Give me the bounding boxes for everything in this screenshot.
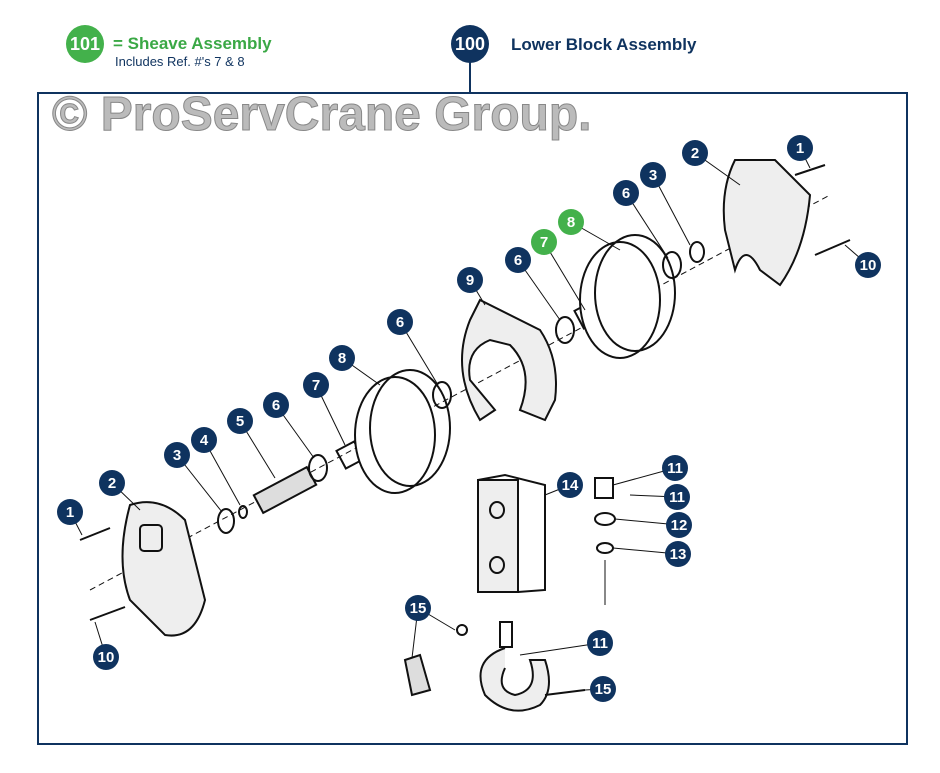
washer-4: [238, 505, 248, 519]
bolt-left-lower: [89, 606, 126, 621]
sheave-8b-back: [594, 234, 676, 352]
callout-1[interactable]: 1: [57, 499, 83, 525]
ring-3-right: [689, 241, 705, 263]
callout-11[interactable]: 11: [664, 484, 690, 510]
callout-12[interactable]: 12: [666, 512, 692, 538]
hook-11: [479, 647, 550, 712]
callout-8-sheave[interactable]: 8: [558, 209, 584, 235]
block-hole-lower: [489, 556, 505, 574]
callout-15[interactable]: 15: [590, 676, 616, 702]
callout-9[interactable]: 9: [457, 267, 483, 293]
block-hole-upper: [489, 501, 505, 519]
plate-logo: [139, 524, 163, 552]
callout-1[interactable]: 1: [787, 135, 813, 161]
callout-4[interactable]: 4: [191, 427, 217, 453]
hook-shank: [499, 621, 513, 648]
sheave-8a-back: [369, 369, 451, 487]
sheave-8b: [579, 241, 661, 359]
side-plate-left: [121, 501, 207, 637]
washer-6d: [662, 251, 682, 279]
callout-2[interactable]: 2: [682, 140, 708, 166]
nut-12: [594, 512, 616, 526]
washer-6b: [432, 381, 452, 409]
callout-7-sheave[interactable]: 7: [531, 229, 557, 255]
bolt-left: [79, 527, 111, 541]
callout-15[interactable]: 15: [405, 595, 431, 621]
assembly-axis: [89, 194, 831, 591]
callout-13[interactable]: 13: [665, 541, 691, 567]
hook-pin-15: [544, 689, 586, 696]
callout-6[interactable]: 6: [387, 309, 413, 335]
yoke-9: [461, 298, 557, 422]
washer-13: [596, 542, 614, 554]
callout-8[interactable]: 8: [329, 345, 355, 371]
latch-15: [403, 653, 432, 697]
bolt-right-lower: [814, 239, 851, 256]
callout-10[interactable]: 10: [93, 644, 119, 670]
sheave-assembly-note: Includes Ref. #'s 7 & 8: [115, 54, 245, 69]
callout-3[interactable]: 3: [640, 162, 666, 188]
diagram-frame: [37, 92, 908, 745]
sheave-assembly-ref-badge: 101: [66, 25, 104, 63]
callout-6[interactable]: 6: [263, 392, 289, 418]
hook-block-side: [477, 473, 546, 593]
watermark: © ProServCrane Group.: [52, 88, 592, 141]
lower-block-ref-badge: 100: [451, 25, 489, 63]
nut-11: [594, 477, 614, 499]
hook-block-14: [477, 479, 519, 593]
washer-6c: [555, 316, 575, 344]
callout-11[interactable]: 11: [587, 630, 613, 656]
sheave-assembly-label: = Sheave Assembly: [113, 34, 272, 53]
callout-6[interactable]: 6: [613, 180, 639, 206]
callout-7[interactable]: 7: [303, 372, 329, 398]
ring-3-left: [217, 508, 235, 534]
callout-11[interactable]: 11: [662, 455, 688, 481]
callout-5[interactable]: 5: [227, 408, 253, 434]
washer-6a: [308, 454, 328, 482]
callout-14[interactable]: 14: [557, 472, 583, 498]
side-plate-right: [722, 159, 812, 287]
sheave-8a: [354, 376, 436, 494]
pin-5: [252, 465, 318, 515]
ref-leader-line: [469, 62, 471, 93]
callout-6[interactable]: 6: [505, 247, 531, 273]
callout-10[interactable]: 10: [855, 252, 881, 278]
bolt-right: [794, 164, 826, 176]
latch-nut: [456, 624, 468, 636]
lower-block-label: Lower Block Assembly: [511, 35, 697, 54]
callout-2[interactable]: 2: [99, 470, 125, 496]
callout-3[interactable]: 3: [164, 442, 190, 468]
